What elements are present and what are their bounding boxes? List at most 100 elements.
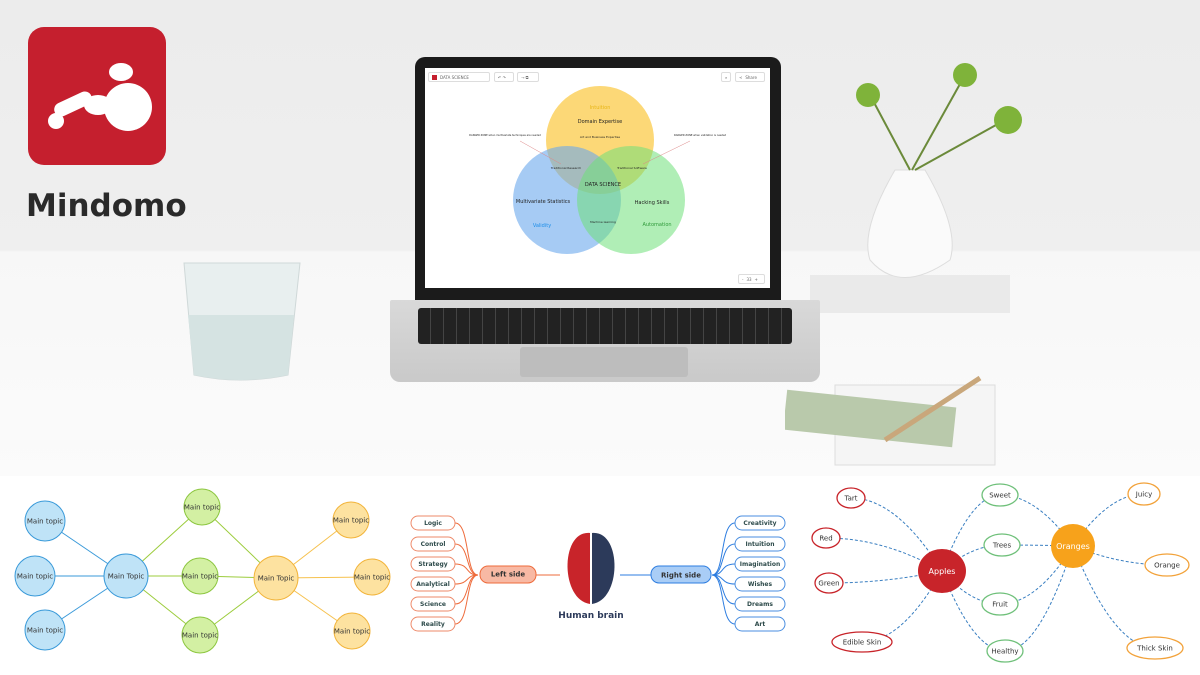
layout-tools-button[interactable]: ⊸ ⧉ (517, 72, 539, 82)
right-side-label: Right side (661, 571, 701, 579)
doc-title-menu[interactable]: DATA SCIENCE (428, 72, 490, 82)
topic-node (410, 596, 456, 612)
mindomo-logo (28, 27, 166, 165)
topic-label: Control (421, 541, 446, 548)
topic-label: Logic (424, 520, 442, 527)
topic-node (353, 558, 391, 596)
validity-label: Validity (533, 223, 551, 229)
topic-node (332, 501, 370, 539)
topic-label: Thick Skin (1136, 644, 1173, 652)
topic-node (181, 557, 219, 595)
topic-node (410, 616, 456, 632)
topic-node (734, 536, 786, 552)
topic-node (410, 536, 456, 552)
topic-node (181, 616, 219, 654)
brain-left-icon (567, 532, 590, 604)
topic-label: Wishes (748, 581, 773, 588)
laptop-base (390, 300, 820, 382)
topic-label: Edible Skin (843, 638, 882, 646)
topic-label: Dreams (747, 601, 773, 608)
connector (711, 522, 736, 576)
topic-node (734, 556, 786, 572)
topic-label: Orange (1154, 561, 1180, 569)
undo-redo-button[interactable]: ↶ ↷ (494, 72, 514, 82)
topic-label: Red (819, 534, 832, 542)
topic-node (253, 555, 299, 601)
left-side-label: Left side (491, 570, 526, 578)
connector (454, 522, 479, 576)
topic-node (814, 572, 844, 594)
topic-node (734, 616, 786, 632)
traditional-research: Traditional Research (550, 166, 581, 170)
topic-label: Tart (843, 494, 857, 502)
topic-node (734, 576, 786, 592)
topic-label: Main topic (182, 631, 218, 639)
share-icon: ≺ (739, 74, 743, 80)
connector (454, 563, 479, 576)
zoom-control[interactable]: - 33 + (738, 274, 765, 284)
connector (999, 545, 1074, 605)
intuition-label: Intuition (590, 105, 611, 111)
keyboard (418, 308, 792, 344)
topic-node (1127, 482, 1161, 506)
topic-node (24, 500, 66, 542)
domain-note: Art and Business Expertise (580, 135, 620, 139)
traditional-software: Traditional Software (616, 166, 647, 170)
connector (454, 574, 479, 605)
topic-label: Main topic (184, 503, 220, 511)
danger-zone-right: DANGER ZONE when validation is needed (674, 133, 727, 137)
domain-label: Domain Expertise (578, 119, 622, 125)
share-button[interactable]: ≺Share (735, 72, 765, 82)
hero-photo: Mindomo DATA SCIENCE ↶ ↷ ⊸ ⧉ ⌕ ≺Share - … (0, 0, 1200, 476)
topic-label: Main Topic (258, 574, 295, 582)
brain-right-icon (592, 532, 615, 604)
connector (711, 563, 736, 576)
right-side-node (650, 565, 712, 584)
left-side-node (479, 565, 537, 584)
topic-node (831, 631, 893, 653)
search-icon[interactable]: ⌕ (721, 72, 731, 82)
vase-with-flowers (810, 63, 1022, 313)
topic-node (183, 488, 221, 526)
topic-label: Green (818, 579, 839, 587)
connector (711, 574, 736, 625)
notebook-and-pencil (785, 375, 996, 466)
topic-node (986, 639, 1024, 663)
topic-node (14, 555, 56, 597)
center-label: DATA SCIENCE (585, 182, 621, 188)
topic-label: Main Topic (108, 572, 145, 580)
topic-label: Science (420, 601, 446, 608)
topic-label: Main topic (333, 516, 369, 524)
topic-node (1144, 553, 1190, 577)
topic-node (981, 483, 1019, 507)
connector (454, 543, 479, 576)
topic-label: Main topic (27, 626, 63, 634)
connector (454, 574, 479, 625)
topic-node (410, 556, 456, 572)
topic-label: Analytical (416, 581, 450, 588)
danger-zone-left: DANGER ZONE when multivariate techniques… (469, 133, 541, 137)
topic-label: Art (755, 621, 766, 628)
topic-label: Main topic (27, 517, 63, 525)
statistics-label: Multivariate Statistics (516, 199, 571, 205)
brain-title: Human brain (558, 611, 623, 621)
topic-label: Juicy (1135, 490, 1152, 498)
mindomo-app-screen: DATA SCIENCE ↶ ↷ ⊸ ⧉ ⌕ ≺Share - 33 + Int… (425, 68, 770, 288)
oranges-label: Oranges (1056, 542, 1090, 551)
topic-node (811, 527, 841, 549)
topic-label: Strategy (418, 561, 447, 568)
topic-node (734, 596, 786, 612)
topic-label: Fruit (992, 600, 1008, 608)
oranges-node (1051, 524, 1095, 568)
topic-node (983, 533, 1021, 557)
apples-node (918, 549, 966, 593)
topic-node (410, 576, 456, 592)
apples-label: Apples (929, 567, 956, 576)
topic-node (24, 609, 66, 651)
connector (711, 543, 736, 576)
topic-label: Intuition (745, 541, 774, 548)
topic-label: Main topic (354, 573, 390, 581)
topic-label: Sweet (989, 491, 1011, 499)
